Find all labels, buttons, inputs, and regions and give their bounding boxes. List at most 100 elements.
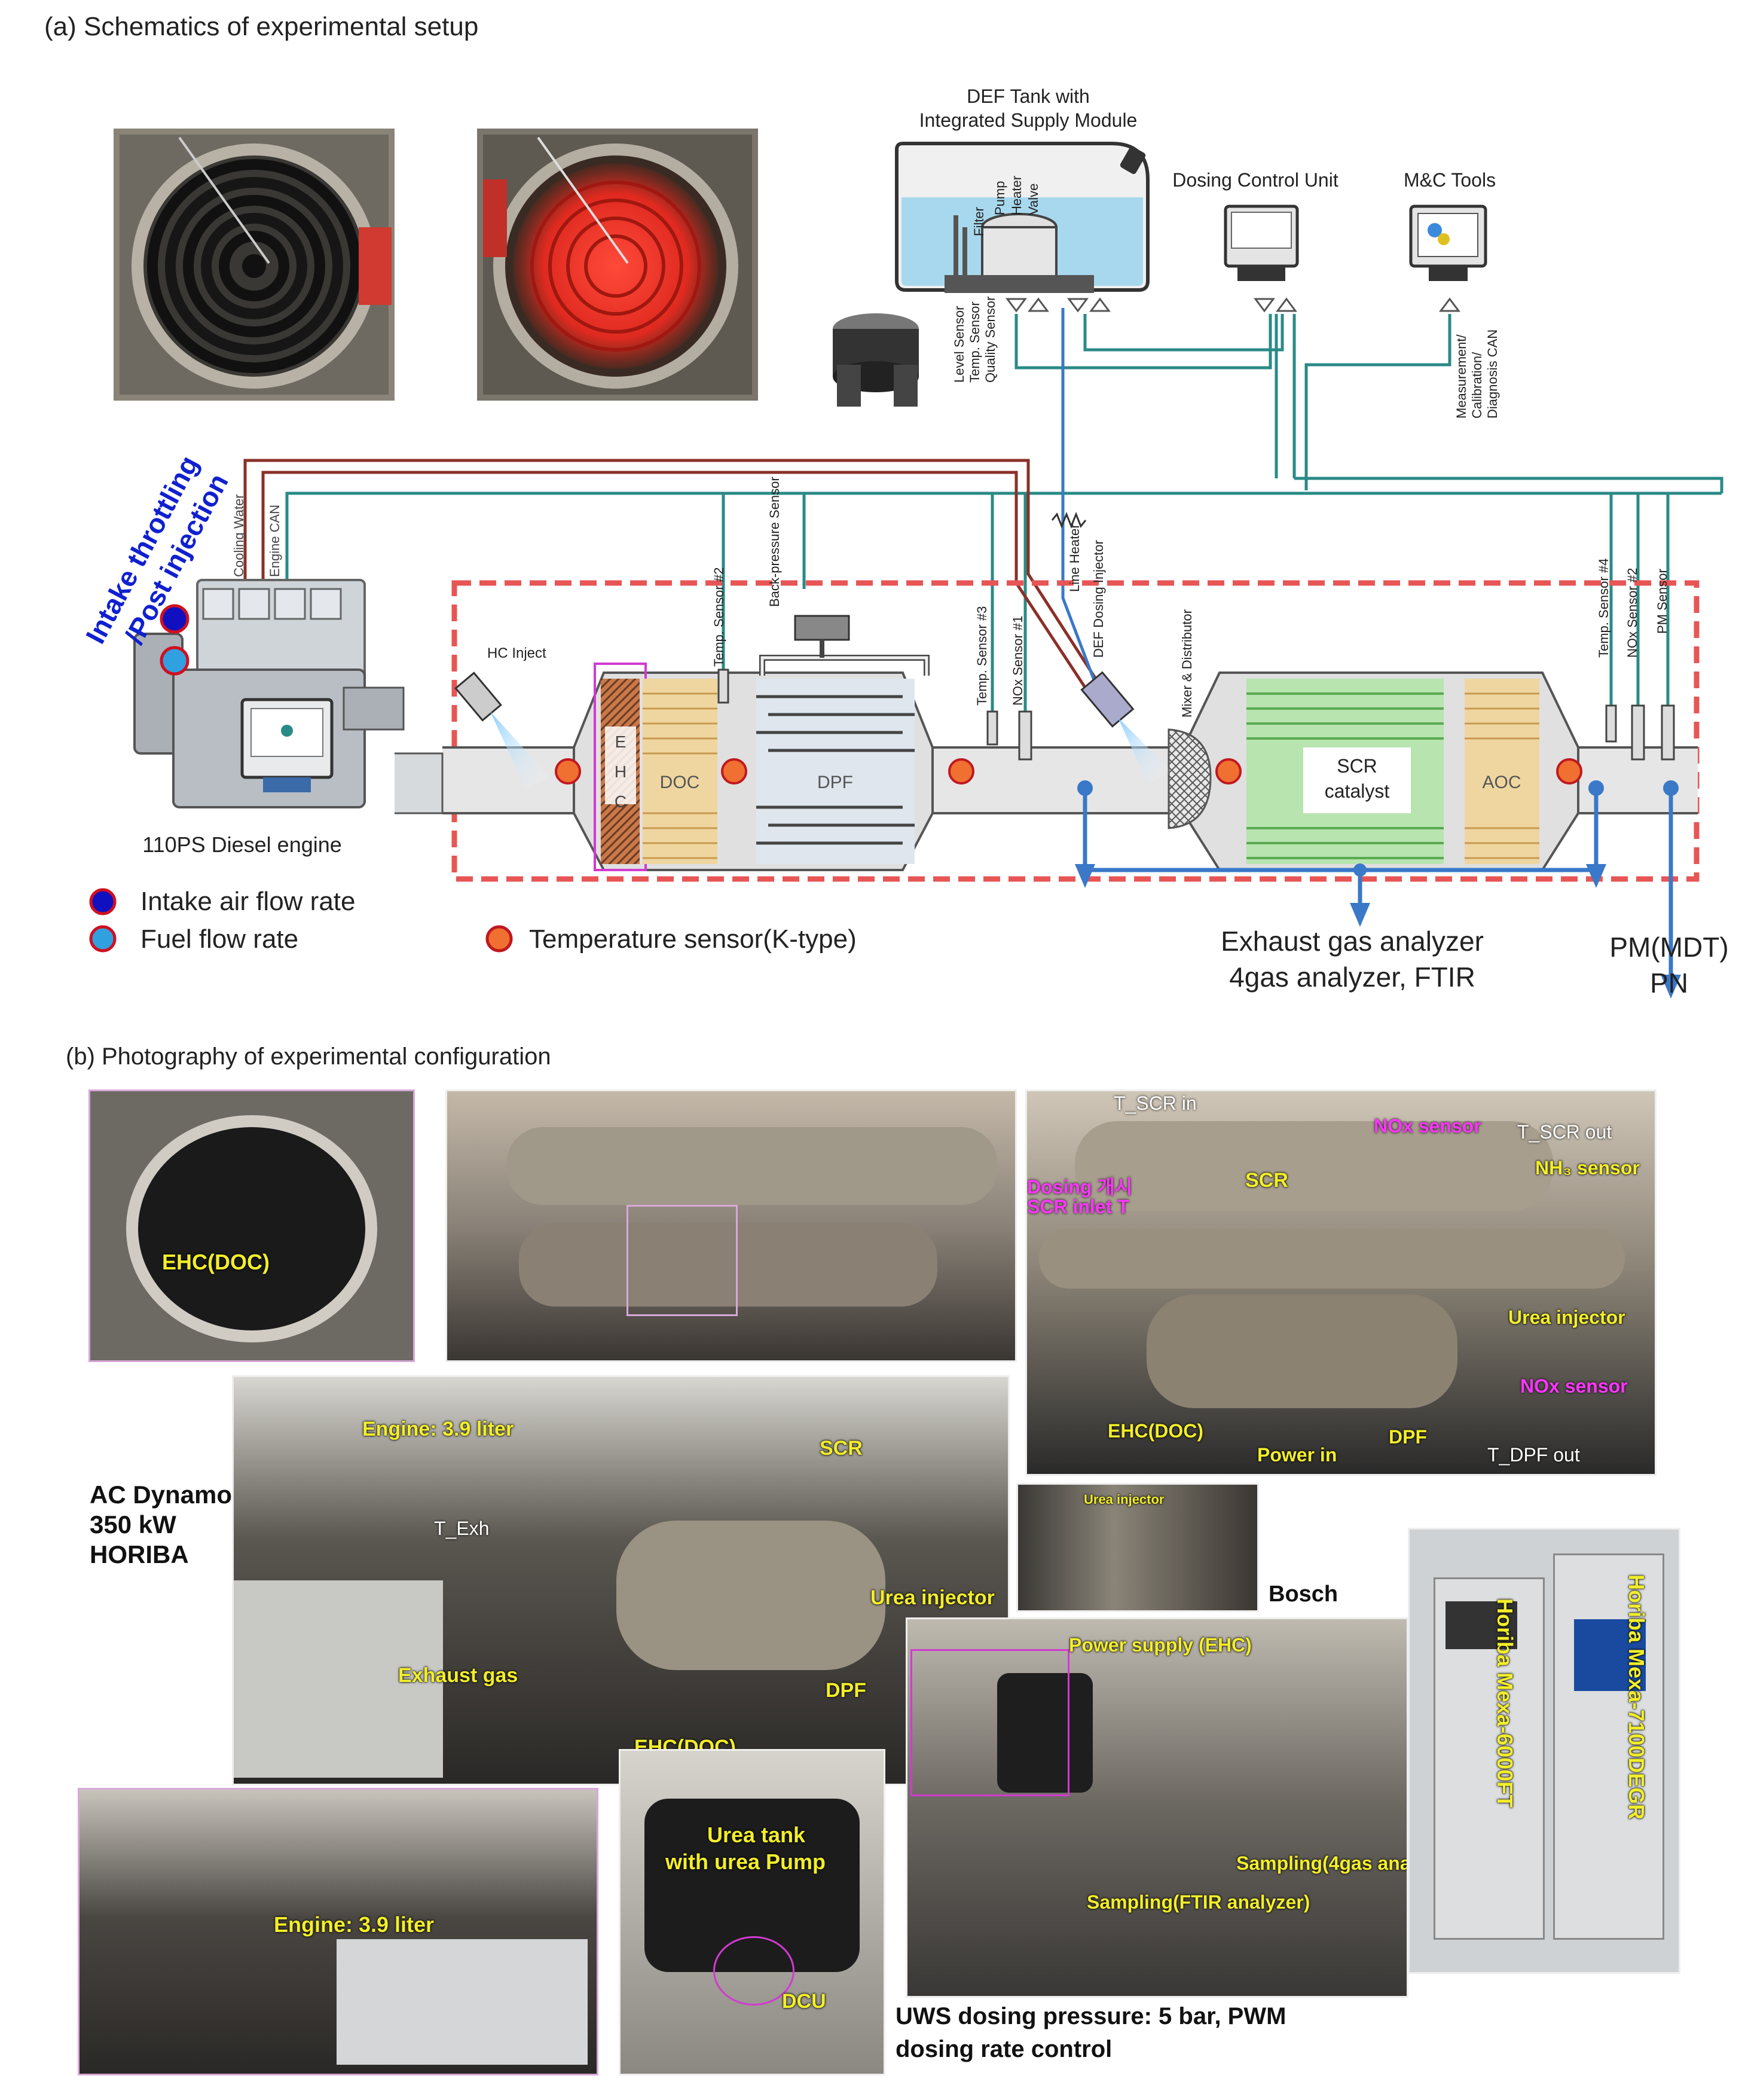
wiring xyxy=(243,308,1723,732)
photo-label-power-in: Power in xyxy=(1257,1444,1337,1466)
def-tank xyxy=(895,142,1150,293)
photo-label-exhaust-gas: Exhaust gas xyxy=(398,1664,518,1687)
fuel-legend: Fuel flow rate xyxy=(140,924,298,954)
scr-label-1: SCR xyxy=(1337,755,1377,777)
tank-temp-sensor-label: Temp. Sensor xyxy=(967,301,982,383)
temp-dots xyxy=(555,758,1582,785)
photo-label-scr: SCR xyxy=(1245,1169,1288,1192)
tank-pump-label: Pump xyxy=(992,181,1007,215)
ehc-hot-photo xyxy=(477,129,758,401)
mc-signal-1: Measurement/ xyxy=(1454,334,1469,419)
mc-tools-screen xyxy=(1409,204,1487,281)
nox-sensor-1-label: NOx Sensor #1 xyxy=(1010,616,1025,706)
temp-sensor-4-label: Temp. Sensor #4 xyxy=(1596,558,1611,658)
photo-label-t-scr-out: T_SCR out xyxy=(1517,1121,1612,1143)
photo-ehc-doc: EHC(DOC) xyxy=(88,1089,415,1362)
tank-level-sensor-label: Level Sensor xyxy=(952,306,967,383)
photo-engine-bottom: Engine: 3.9 liter xyxy=(78,1788,598,2075)
photo-sampling-setup: Power supply (EHC) Sampling(4gas analyze… xyxy=(906,1617,1408,1998)
temp-legend: Temperature sensor(K-type) xyxy=(529,924,857,954)
diesel-engine xyxy=(133,579,444,814)
engine-can-label: Engine CAN xyxy=(267,505,282,577)
photo-horiba-analyzers: Horiba Mexa-6000FT Horiba Mexa-7100DEGR xyxy=(1408,1528,1680,1974)
dcu-box xyxy=(1224,204,1299,281)
analyzer-label-1: Exhaust gas analyzer xyxy=(1221,926,1484,957)
connector-triangles xyxy=(1006,297,1460,313)
bosch-label: Bosch xyxy=(1269,1582,1338,1607)
line-heater-coil xyxy=(1051,511,1087,529)
pm-label-1: PM(MDT) xyxy=(1609,932,1728,963)
tank-heater-label: Heater xyxy=(1009,176,1024,215)
def-tank-label: DEF Tank with xyxy=(967,86,1090,107)
dpf-label: DPF xyxy=(817,773,853,792)
backpressure-label: Back-pressure Sensor xyxy=(767,477,782,607)
intake-air-legend-icon xyxy=(89,888,117,915)
photo-label-ehc-doc: EHC(DOC) xyxy=(162,1250,270,1274)
photo-label-t-exh: T_Exh xyxy=(434,1518,490,1539)
aftertreatment-boundary xyxy=(451,580,1700,882)
photo-label-sampling-ftir: Sampling(FTIR analyzer) xyxy=(1087,1891,1310,1913)
photo-urea-tank: Urea tank with urea Pump DCU xyxy=(619,1749,885,2075)
photo-label-power-supply: Power supply (EHC) xyxy=(1069,1634,1252,1656)
analyzer-label-2: 4gas analyzer, FTIR xyxy=(1229,962,1475,993)
mc-signal-3: Diagnosis CAN xyxy=(1485,329,1500,419)
def-tank-label-2: Integrated Supply Module xyxy=(919,109,1138,131)
photo-label-nox-top: NOx sensor xyxy=(1374,1115,1481,1137)
temp-legend-icon xyxy=(485,925,513,953)
def-injector-label: DEF Dosing Injector xyxy=(1091,540,1106,658)
tank-quality-sensor-label: Quality Sensor xyxy=(983,297,998,383)
photo-label-dosing-2: SCR inlet T xyxy=(1027,1196,1129,1217)
aoc-label: AOC xyxy=(1482,773,1521,792)
scr-label-2: catalyst xyxy=(1325,780,1390,802)
tank-valve-label: Valve xyxy=(1026,184,1041,215)
backpressure-sensor xyxy=(759,615,930,676)
photo-label-horiba-2: Horiba Mexa-7100DEGR xyxy=(1624,1574,1649,1820)
nox-sensor-2-label: NOx Sensor #2 xyxy=(1625,568,1640,658)
photo-scr-detail: T_SCR in NOx sensor T_SCR out Dosing 개시 … xyxy=(1025,1089,1657,1476)
photo-label-engine-bottom: Engine: 3.9 liter xyxy=(274,1912,435,1937)
dcu-label: Dosing Control Unit xyxy=(1172,169,1338,191)
photo-bosch-injector: Urea injector xyxy=(1016,1483,1259,1612)
temp-sensor-3-label: Temp. Sensor #3 xyxy=(974,606,989,706)
photo-label-dcu: DCU xyxy=(782,1990,826,2013)
scr-block xyxy=(1246,679,1444,864)
intake-air-legend: Intake air flow rate xyxy=(140,887,356,916)
mixer-block xyxy=(1168,728,1212,829)
def-injector xyxy=(1080,671,1172,783)
pm-label-2: PN xyxy=(1650,967,1688,999)
photo-label-dpf-center: DPF xyxy=(826,1679,866,1702)
pump-module-image xyxy=(833,313,919,407)
photo-label-nox-bottom: NOx sensor xyxy=(1520,1375,1628,1397)
photo-label-urea-tank-1: Urea tank xyxy=(707,1823,806,1847)
fuel-legend-icon xyxy=(89,925,117,953)
sampling-arrowheads xyxy=(1075,780,1681,999)
photo-label-t-dpf-out: T_DPF out xyxy=(1487,1444,1580,1466)
ehc-cold-photo xyxy=(114,129,395,401)
photo-label-sampling-4gas: Sampling(4gas analyzer) xyxy=(1236,1852,1407,1874)
schematic-diagram: DEF Tank with Integrated Supply Module F… xyxy=(80,86,1729,999)
photo-label-urea-center: Urea injector xyxy=(870,1586,995,1609)
mc-tools-label: M&C Tools xyxy=(1404,169,1496,191)
section-b-title: (b) Photography of experimental configur… xyxy=(66,1043,551,1070)
uws-label: UWS dosing pressure: 5 bar, PWM dosing r… xyxy=(896,2003,1286,2062)
line-heater-label: Line Heater xyxy=(1067,524,1082,592)
hc-injector xyxy=(454,671,550,789)
photo-label-ehc-right: EHC(DOC) xyxy=(1108,1420,1203,1442)
photo-exhaust-assembly xyxy=(445,1089,1017,1362)
tank-filter-label: Filter xyxy=(971,207,986,236)
photo-label-urea-tank-2: with urea Pump xyxy=(665,1849,826,1874)
photo-label-dosing-1: Dosing 개시 xyxy=(1027,1176,1133,1198)
mixer-label: Mixer & Distributor xyxy=(1179,609,1194,718)
photo-label-horiba-1: Horiba Mexa-6000FT xyxy=(1493,1598,1517,1808)
photo-label-nh3: NH₃ sensor xyxy=(1535,1157,1640,1179)
photo-label-scr-center: SCR xyxy=(820,1437,863,1460)
cooling-water-label: Cooling Water xyxy=(231,494,246,577)
temp-sensor-probes xyxy=(717,669,1675,761)
svg-text:EHC: EHC xyxy=(615,732,627,811)
photo-label-dpf-right: DPF xyxy=(1389,1426,1427,1448)
doc-label: DOC xyxy=(660,773,700,792)
engine-label: 110PS Diesel engine xyxy=(142,832,342,857)
photo-label-urea-small: Urea injector xyxy=(1084,1492,1165,1507)
mc-signal-2: Calibration/ xyxy=(1469,352,1484,419)
photo-engine-bench: Engine: 3.9 liter T_Exh SCR Urea injecto… xyxy=(232,1375,1010,1785)
